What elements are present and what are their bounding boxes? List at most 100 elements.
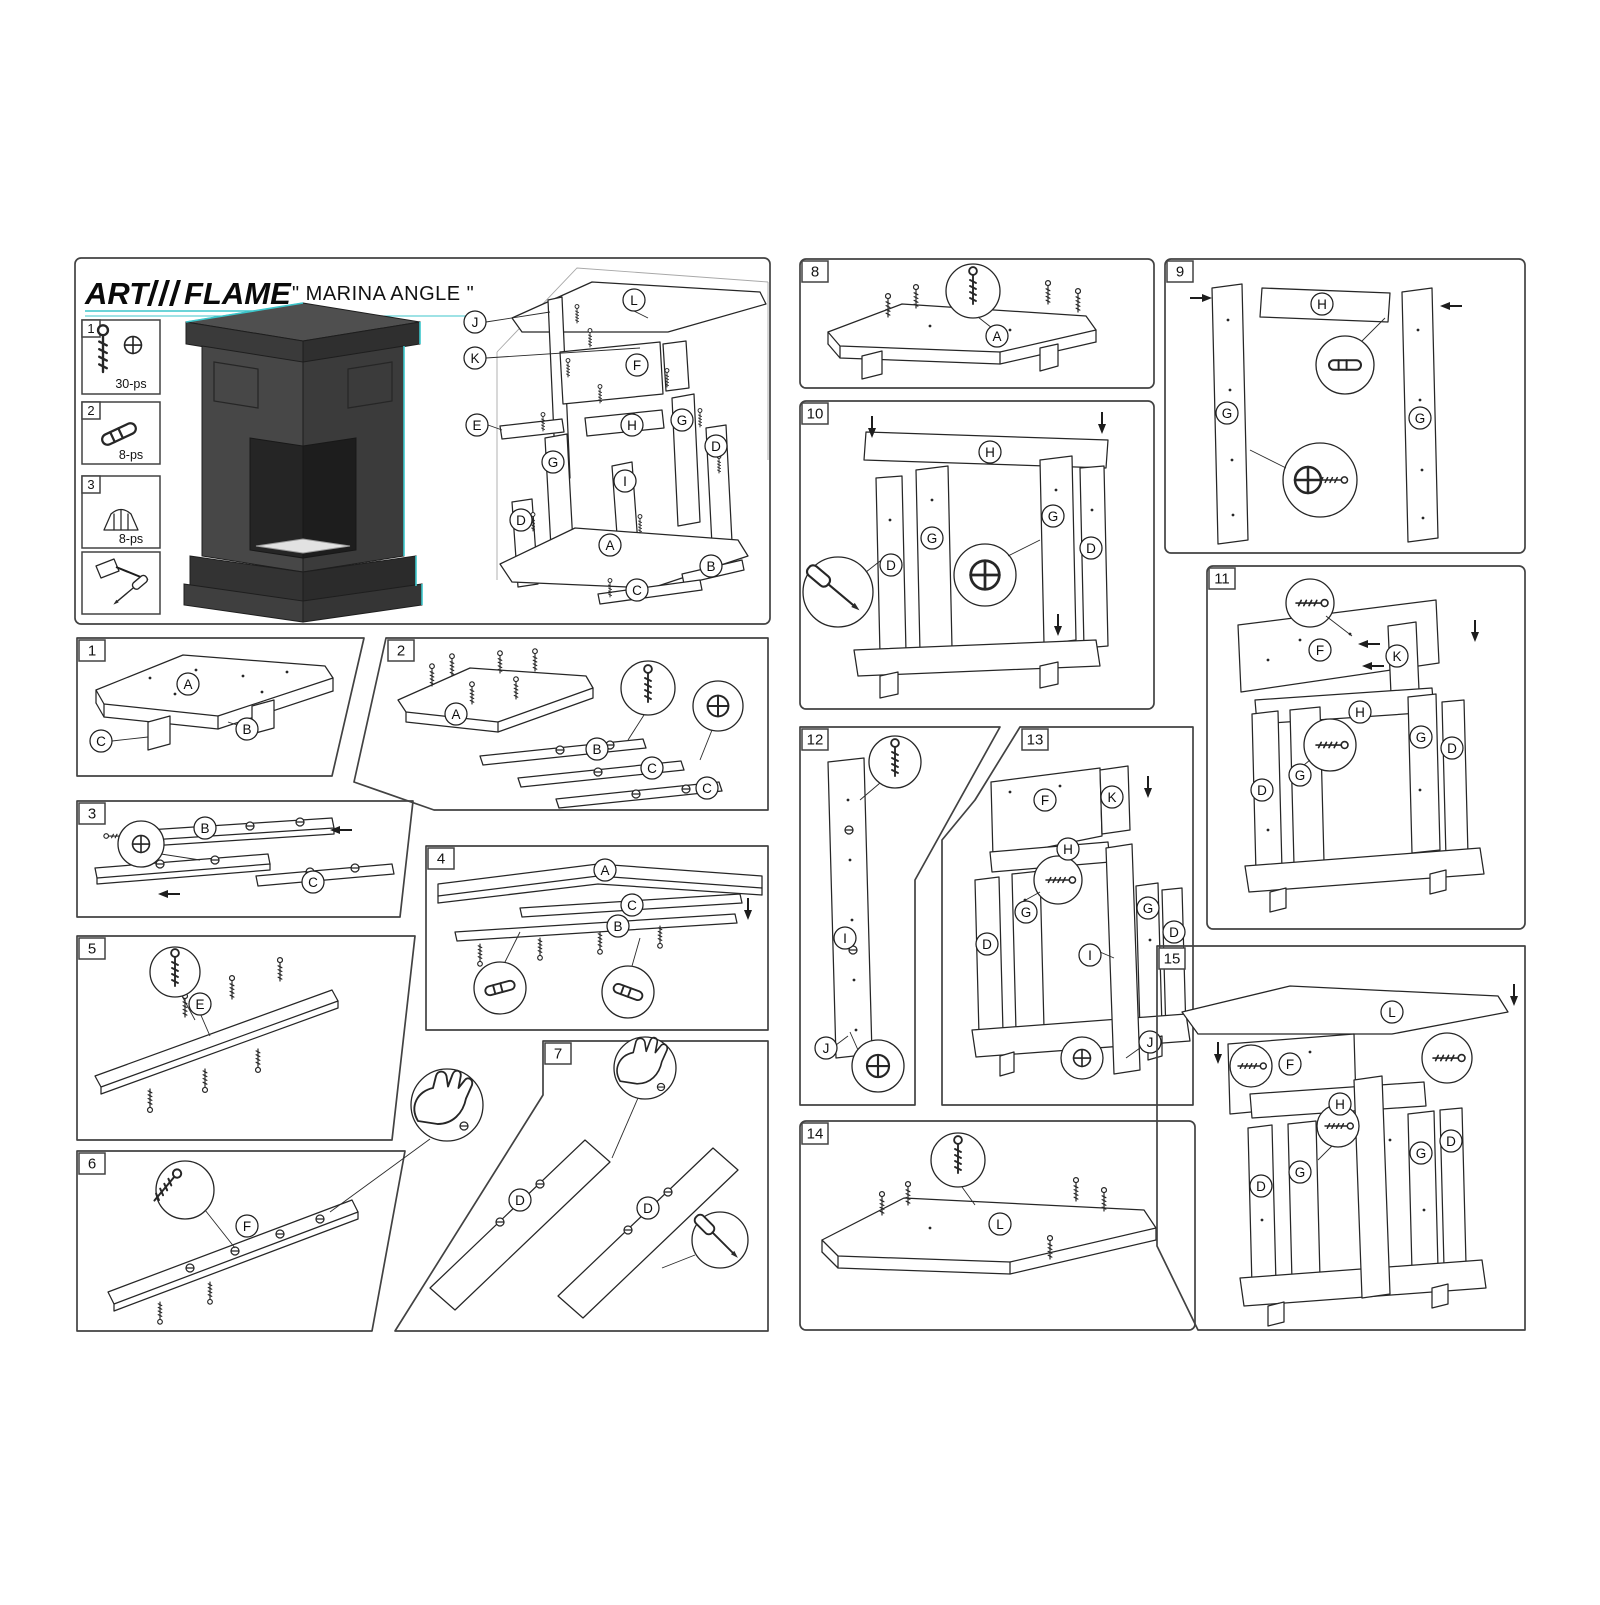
part-label: A [444,702,468,726]
part-label: G [1409,1141,1433,1165]
step-2-drawing [397,648,744,809]
part-label: D [1440,736,1464,760]
svg-text:A: A [992,329,1001,344]
hardware-box-1: 1 30-ps [81,319,161,395]
step-11-drawing [1237,578,1485,913]
part-label: I [613,469,637,493]
step-number-box: 9 [1166,260,1194,283]
insert-arrow [1509,983,1519,1007]
svg-text:D: D [982,937,992,952]
step-9-drawing [1189,283,1463,545]
svg-text:G: G [548,455,559,470]
insert-arrow [1213,1041,1223,1065]
part-label: J [814,1036,838,1060]
part-label: D [1079,536,1103,560]
svg-text:K: K [470,351,479,366]
svg-text:C: C [308,875,318,890]
part-label: H [1328,1092,1352,1116]
fireplace-render [183,302,423,623]
svg-text:G: G [1143,901,1154,916]
part-label: D [636,1196,660,1220]
part-label: D [879,553,903,577]
svg-text:G: G [1416,1146,1427,1161]
svg-text:2: 2 [87,403,94,418]
hardware-box-2: 2 8-ps [81,401,161,465]
svg-text:13: 13 [1027,732,1044,749]
svg-text:C: C [702,781,712,796]
svg-text:K: K [1107,790,1116,805]
svg-text:C: C [96,734,106,749]
step-panel-2: 2 A B C C [353,637,769,811]
svg-text:1: 1 [88,643,96,660]
step-14-drawing [821,1132,1157,1275]
hardware-box-4 [81,551,161,615]
step-4-drawing [437,863,763,1019]
step-number-box: 1 [78,639,106,662]
detail-screw-callout [155,1160,215,1220]
hand-press-callout [329,1068,484,1213]
step-number-box: 11 [1208,567,1236,590]
header-panel: ART FLAME " MARINA ANGLE " 1 30-ps 2 8-p… [74,257,771,625]
part-label: L [1380,1000,1404,1024]
svg-text:D: D [1447,741,1457,756]
hardware-box-3: 3 8-ps [81,475,161,549]
svg-text:D: D [1256,1179,1266,1194]
part-label: B [699,554,723,578]
part-label: L [988,1212,1012,1236]
step-panel-8: 8 A [799,258,1155,389]
part-label: C [695,776,719,800]
svg-text:15: 15 [1164,951,1181,968]
part-label: A [598,533,622,557]
svg-text:11: 11 [1214,571,1230,588]
step-3-drawing [94,817,395,899]
part-label: B [235,717,259,741]
step-10-drawing [802,411,1109,699]
part-label: I [1078,943,1102,967]
step-6-drawing [107,1160,359,1325]
step-number-box: 8 [801,260,829,283]
svg-text:F: F [1041,793,1049,808]
svg-text:D: D [516,513,526,528]
svg-text:L: L [1388,1005,1396,1020]
svg-text:I: I [843,931,847,946]
part-label: K [1100,785,1124,809]
step-number-box: 6 [78,1152,106,1175]
svg-text:G: G [927,531,938,546]
insert-arrow [1439,301,1463,311]
svg-text:8-ps: 8-ps [119,448,143,462]
svg-text:8: 8 [811,264,819,281]
part-label: C [625,578,649,602]
part-label: F [1278,1052,1302,1076]
svg-text:G: G [677,413,688,428]
step-panel-13: 13 F K H D G G D I J [941,726,1194,1106]
svg-text:5: 5 [88,941,96,958]
svg-text:12: 12 [807,732,824,749]
step-number-box: 15 [1158,947,1186,970]
step-panel-11: 11 F K H D G G D [1206,565,1526,930]
step-panel-1: 1 A B C [76,637,365,777]
svg-text:A: A [183,677,192,692]
svg-text:J: J [1147,1035,1154,1050]
svg-text:3: 3 [88,806,96,823]
svg-text:8-ps: 8-ps [119,532,143,546]
step-number-box: 13 [1021,728,1049,751]
svg-text:F: F [633,358,641,373]
part-label: B [585,737,609,761]
part-label: B [606,914,630,938]
brand-word-2: FLAME [184,276,292,311]
svg-text:6: 6 [88,1156,96,1173]
svg-text:2: 2 [397,643,405,660]
part-label: D [509,508,533,532]
step-panel-4: 4 A C B [425,845,769,1031]
step-panel-12: 12 I J [799,726,1001,1106]
step-number-box: 7 [544,1042,572,1065]
svg-text:10: 10 [807,406,824,423]
svg-text:D: D [886,558,896,573]
svg-text:H: H [985,445,995,460]
svg-text:B: B [200,821,209,836]
svg-text:H: H [1317,297,1327,312]
svg-text:D: D [643,1201,653,1216]
svg-text:F: F [243,1219,251,1234]
step-1-drawing [95,654,334,751]
